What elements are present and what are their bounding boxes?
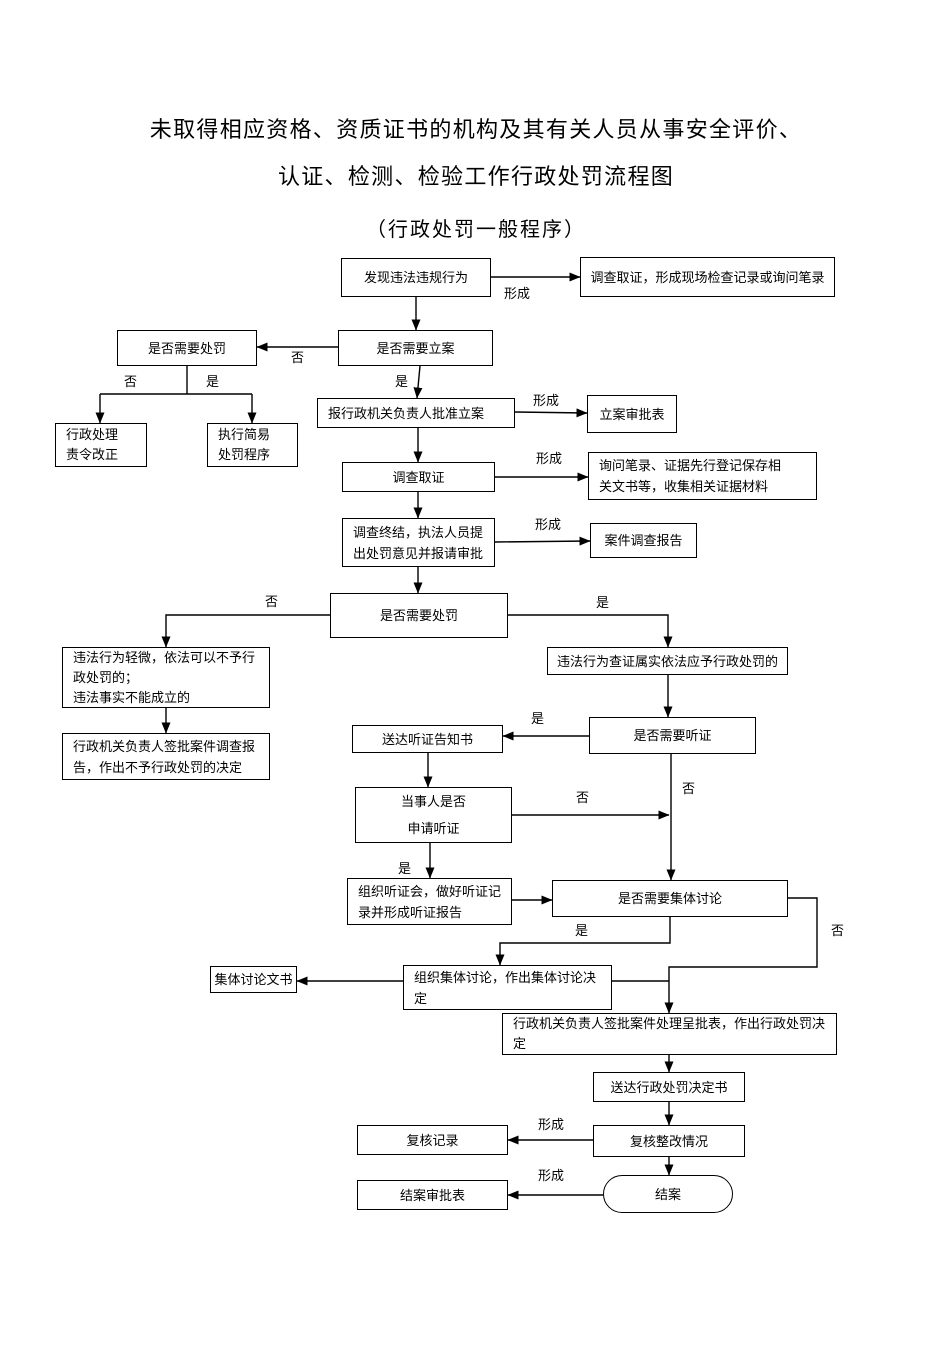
- edge-label-yes-2: 是: [395, 374, 409, 389]
- node-group-discussion: 组织集体讨论，作出集体讨论决 定: [403, 965, 612, 1010]
- edge-label-no-3: 否: [265, 594, 279, 609]
- node-admin-handle: 行政处理 责令改正: [55, 423, 147, 467]
- edge-label-no-2: 否: [124, 374, 138, 389]
- edge-group-yes: [495, 917, 671, 966]
- edge-label-yes-3: 是: [596, 595, 610, 610]
- node-no-punish-decision: 行政机关负责人签批案件调查报 告，作出不予行政处罚的决定: [62, 733, 270, 780]
- node-approval-decision: 行政机关负责人签批案件处理呈批表，作出行政处罚决 定: [502, 1013, 837, 1055]
- node-hearing-notice: 送达听证告知书: [352, 725, 503, 753]
- edge-label-yes-5: 是: [398, 861, 412, 876]
- edge-label-forms-5: 形成: [538, 1117, 565, 1132]
- node-need-punish-2: 是否需要处罚: [330, 593, 508, 638]
- edge-label-no-4: 否: [682, 781, 696, 796]
- node-investigate-record: 调查取证，形成现场检查记录或询问笔录: [580, 257, 835, 297]
- node-deliver-decision: 送达行政处罚决定书: [593, 1072, 745, 1102]
- edge-need-punish2-yes: [508, 614, 673, 648]
- edge-approve-to-form: [514, 408, 588, 418]
- node-organize-hearing: 组织听证会，做好听证记 录并形成听证报告: [347, 878, 512, 925]
- edge-label-forms-1: 形成: [504, 286, 531, 301]
- edge-label-yes-4: 是: [531, 711, 545, 726]
- edge-label-forms-2: 形成: [533, 393, 560, 408]
- edge-label-no-5: 否: [576, 790, 590, 805]
- edge-label-forms-3: 形成: [536, 451, 563, 466]
- edge-group-no: [664, 897, 818, 1014]
- edge-need-case-yes: [413, 365, 423, 399]
- edge-label-yes-6: 是: [575, 923, 589, 938]
- node-review-record: 复核记录: [357, 1125, 508, 1155]
- node-party-apply: 当事人是否 申请听证: [355, 787, 512, 843]
- node-inquiry-record: 询问笔录、证据先行登记保存相 关文书等，收集相关证据材料: [588, 452, 817, 500]
- node-need-case: 是否需要立案: [338, 330, 493, 366]
- node-need-punish-1: 是否需要处罚: [117, 330, 257, 366]
- node-case-approval-form: 立案审批表: [587, 395, 677, 433]
- node-minor-violation: 违法行为轻微，依法可以不予行 政处罚的； 违法事实不能成立的: [62, 647, 270, 708]
- edge-label-no-6: 否: [831, 923, 845, 938]
- page-title-line-1: 未取得相应资格、资质证书的机构及其有关人员从事安全评价、: [149, 117, 803, 142]
- node-discover: 发现违法违规行为: [341, 258, 491, 297]
- node-need-hearing: 是否需要听证: [589, 717, 756, 754]
- node-close-approval-form: 结案审批表: [357, 1180, 508, 1210]
- node-review-rectify: 复核整改情况: [593, 1125, 745, 1157]
- edge-label-forms-4: 形成: [535, 517, 562, 532]
- node-investigation-end: 调查终结，执法人员提 出处罚意见并报请审批: [342, 518, 495, 567]
- page-subtitle: （行政处罚一般程序）: [366, 219, 586, 241]
- node-case-report: 案件调查报告: [590, 523, 697, 558]
- node-confirmed-violation: 违法行为查证属实依法应予行政处罚的: [547, 647, 788, 675]
- edge-label-no-1: 否: [291, 350, 305, 365]
- node-need-group-discussion: 是否需要集体讨论: [552, 880, 788, 917]
- node-approve-case: 报行政机关负责人批准立案: [317, 398, 515, 428]
- edge-label-forms-6: 形成: [538, 1168, 565, 1183]
- node-simple-procedure: 执行简易 处罚程序: [207, 423, 298, 467]
- node-close-case: 结案: [603, 1175, 733, 1213]
- edge-end-to-report: [494, 536, 591, 546]
- node-discussion-doc: 集体讨论文书: [210, 966, 297, 993]
- edge-need-punish2-no: [161, 614, 330, 648]
- node-investigate: 调查取证: [342, 462, 495, 492]
- page-title-line-2: 认证、检测、检验工作行政处罚流程图: [277, 164, 675, 189]
- edge-label-yes-1: 是: [206, 374, 220, 389]
